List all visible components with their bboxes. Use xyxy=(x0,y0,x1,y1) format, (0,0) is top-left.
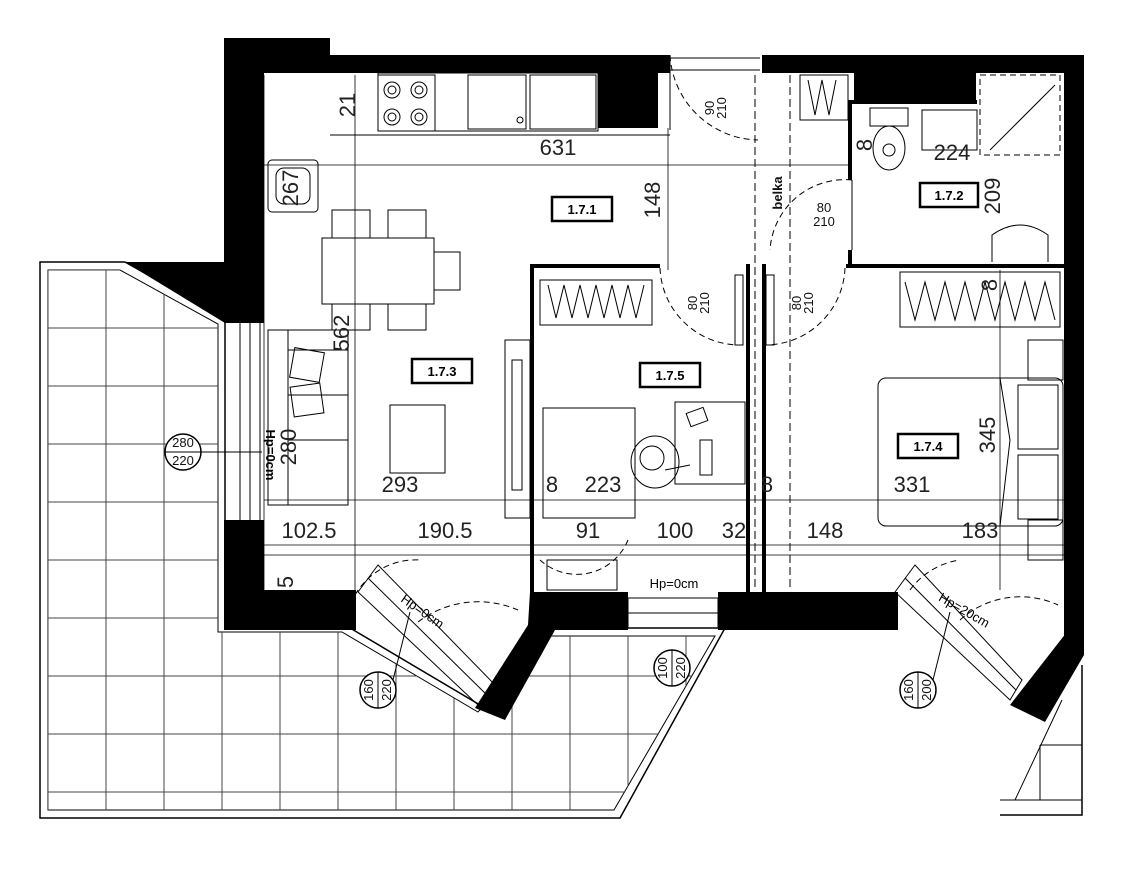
door-width: 80 xyxy=(685,296,700,310)
sill-balcony-door: Hp=0cm xyxy=(650,576,699,591)
door-labels: 90 210 80 210 80 210 80 210 belka xyxy=(685,97,835,314)
room-id: 1.7.5 xyxy=(656,368,685,383)
room-id: 1.7.1 xyxy=(568,202,597,217)
dim-bath-depth: 209 xyxy=(980,178,1005,215)
sill-living: Hp=0cm xyxy=(263,430,278,481)
room-tag: 1.7.1 xyxy=(550,195,614,223)
kitchen-sink-icon xyxy=(467,74,527,130)
window-height: 220 xyxy=(379,679,394,701)
door-width: 90 xyxy=(702,101,717,115)
window-markers: 280 220 160 220 100 220 160 200 xyxy=(164,433,951,709)
corner-sink-icon xyxy=(267,159,319,213)
room-tag: 1.7.4 xyxy=(896,432,960,460)
toilet-icon xyxy=(869,107,909,171)
terrace xyxy=(39,261,727,819)
shower-icon xyxy=(979,74,1061,156)
fridge-icon xyxy=(529,74,597,130)
beam-label: belka xyxy=(770,176,785,210)
washing-machine xyxy=(921,109,978,151)
dim-bottom-2: 190.5 xyxy=(417,518,472,543)
door-height: 210 xyxy=(801,292,816,314)
dim-kitchen-top: 21 xyxy=(335,93,360,117)
dim-bedroom-width: 331 xyxy=(894,472,931,497)
window-width: 280 xyxy=(172,435,194,450)
bed-small xyxy=(542,407,636,519)
window-height: 200 xyxy=(919,679,934,701)
dim-hall-height: 148 xyxy=(640,182,665,219)
hall-closet xyxy=(799,74,849,121)
room-tag: 1.7.5 xyxy=(638,361,702,389)
walls xyxy=(125,38,1084,722)
dim-bottom-6: 148 xyxy=(807,518,844,543)
room-tags: 1.7.1 1.7.2 1.7.3 1.7.4 1.7.5 xyxy=(410,181,980,460)
window-width: 160 xyxy=(361,679,376,701)
door-width: 80 xyxy=(817,200,831,215)
window-width: 100 xyxy=(655,657,670,679)
door-height: 210 xyxy=(697,292,712,314)
door-width: 80 xyxy=(789,296,804,310)
dim-bath-width: 224 xyxy=(934,140,971,165)
door-height: 210 xyxy=(813,214,835,229)
dim-bottom-3: 91 xyxy=(576,518,600,543)
room-tag: 1.7.2 xyxy=(918,181,980,209)
window-marker: 160 200 xyxy=(899,671,937,709)
window-height: 220 xyxy=(673,657,688,679)
dim-living-width: 293 xyxy=(382,472,419,497)
door-height: 210 xyxy=(714,97,729,119)
dim-wall-a: 8 xyxy=(546,472,558,497)
nightstand xyxy=(1027,519,1064,561)
dim-wall-d: 8 xyxy=(977,279,1002,291)
dim-wall-b: 8 xyxy=(761,472,773,497)
desk xyxy=(674,401,746,485)
dresser-small xyxy=(546,559,618,591)
dim-bottom-7: 183 xyxy=(962,518,999,543)
person-icon xyxy=(630,435,691,489)
right-balcony xyxy=(1000,665,1083,816)
dim-bedroom-small-width: 223 xyxy=(585,472,622,497)
window-marker: 100 220 xyxy=(653,649,691,687)
window-marker: 160 220 xyxy=(359,671,397,709)
room-id: 1.7.3 xyxy=(428,364,457,379)
stove-icon xyxy=(377,74,436,132)
tv-cabinet xyxy=(504,339,531,519)
coffee-table xyxy=(389,404,446,474)
kitchen xyxy=(330,72,670,136)
window-height: 220 xyxy=(172,453,194,468)
nightstand xyxy=(1027,339,1064,381)
room-id: 1.7.4 xyxy=(914,439,944,454)
window-width: 160 xyxy=(901,679,916,701)
doors xyxy=(354,54,1059,623)
double-bed xyxy=(877,377,1064,527)
sill-bedroom: Hp=20cm xyxy=(936,590,992,631)
dim-wall-c: 8 xyxy=(852,139,877,151)
dim-living-window: 280 xyxy=(276,429,301,466)
dim-corner: 5 xyxy=(273,576,298,588)
dim-bottom-1: 102.5 xyxy=(281,518,336,543)
dim-bottom-4: 100 xyxy=(657,518,694,543)
sofa-icon xyxy=(267,329,349,506)
room-tag: 1.7.3 xyxy=(410,357,474,385)
window-marker: 280 220 xyxy=(164,433,262,471)
dimension-lines xyxy=(263,75,1064,600)
dim-bottom-5: 32 xyxy=(722,518,746,543)
dining-table xyxy=(321,209,461,331)
wardrobe-large xyxy=(899,271,1061,328)
living-window xyxy=(239,321,261,581)
room-id: 1.7.2 xyxy=(935,188,964,203)
wardrobe-small xyxy=(539,279,653,326)
dimension-labels: 21 631 148 267 562 280 293 223 8 8 8 8 3… xyxy=(273,93,1005,588)
bath-sink-icon xyxy=(991,224,1049,262)
window-frames xyxy=(357,75,1023,706)
terrace-grid-lines xyxy=(48,270,715,810)
sill-terrace-door: Hp=0cm xyxy=(398,591,447,631)
dim-living-depth: 562 xyxy=(329,315,354,352)
dim-sink: 267 xyxy=(278,170,303,207)
dim-kitchen-width: 631 xyxy=(540,135,577,160)
dim-bedroom-depth: 345 xyxy=(975,417,1000,454)
